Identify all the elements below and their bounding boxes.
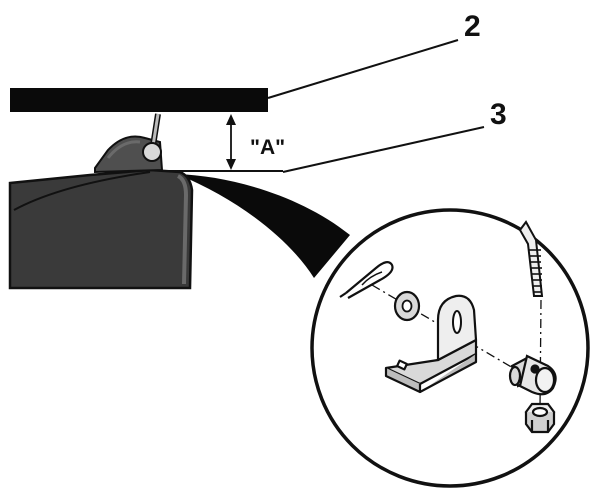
threaded-rod-detail (518, 220, 544, 297)
barrel-pin (508, 354, 557, 396)
assembly-axis (371, 284, 542, 411)
callout-3-leader (282, 126, 485, 173)
cutting-head (8, 135, 194, 290)
l-bracket (384, 294, 478, 394)
pivot-knob (142, 142, 162, 162)
dimension-a-arrow (226, 114, 236, 170)
washer (393, 290, 421, 322)
callout-2: 2 (464, 10, 481, 43)
upper-bar (10, 88, 268, 112)
hex-nut (524, 402, 556, 434)
threaded-rod-small (150, 113, 161, 147)
cotter-pin (339, 261, 394, 299)
callout-3: 3 (490, 98, 507, 131)
dimension-a-label: "A" (250, 136, 285, 159)
magnification-cone (177, 174, 350, 278)
callout-2-leader (267, 39, 459, 99)
